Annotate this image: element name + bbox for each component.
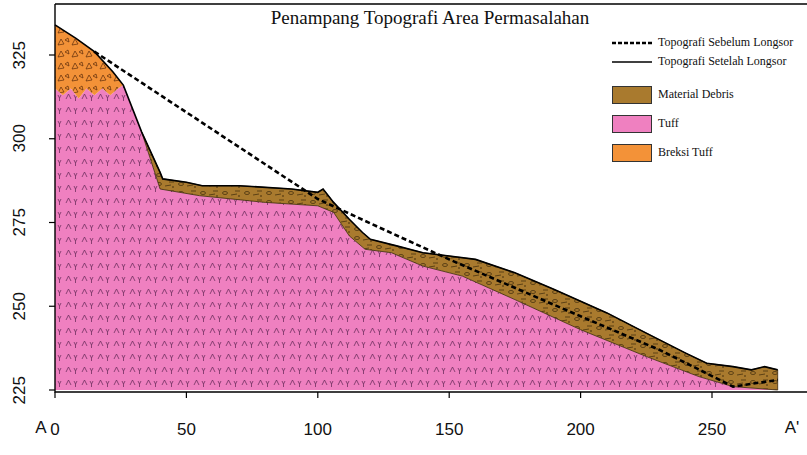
axis-tick xyxy=(49,389,55,390)
legend-text: Breksi Tuff xyxy=(658,146,713,159)
elevation-tick-label: 325 xyxy=(11,41,30,69)
legend-swatch xyxy=(612,115,652,133)
axis-tick xyxy=(711,392,712,398)
legend-text: Material Debris xyxy=(658,88,734,101)
axis-tick xyxy=(49,306,55,307)
distance-tick-label: 250 xyxy=(698,421,726,440)
axis-tick xyxy=(317,392,318,398)
section-end-label: A' xyxy=(785,419,800,438)
axis-tick xyxy=(49,54,55,55)
distance-tick-label: 0 xyxy=(50,421,59,440)
plot-frame xyxy=(55,4,807,392)
axis-ticks xyxy=(49,55,712,398)
distance-tick-label: 150 xyxy=(435,421,463,440)
axis-tick xyxy=(449,392,450,398)
legend-swatch xyxy=(612,144,652,162)
section-end-label: A xyxy=(35,419,46,438)
legend-text: Topografi Setelah Longsor xyxy=(658,55,786,68)
distance-tick-label: 100 xyxy=(304,421,332,440)
legend-line-sample xyxy=(612,59,652,65)
before-topography xyxy=(94,52,777,387)
distance-tick-label: 200 xyxy=(566,421,594,440)
breccia-layer xyxy=(55,25,123,99)
after-topography xyxy=(55,25,778,370)
distance-tick-label: 50 xyxy=(177,421,196,440)
elevation-tick-label: 225 xyxy=(11,376,30,404)
axis-tick xyxy=(186,392,187,398)
axis-tick xyxy=(54,392,55,398)
axis-tick xyxy=(580,392,581,398)
legend-text: Tuff xyxy=(658,117,679,130)
legend-line-sample xyxy=(612,40,652,46)
elevation-tick-label: 250 xyxy=(11,292,30,320)
elevation-tick-label: 300 xyxy=(11,125,30,153)
legend-text: Topografi Sebelum Longsor xyxy=(658,36,793,49)
axis-tick xyxy=(49,222,55,223)
legend-swatch xyxy=(612,86,652,104)
axis-tick xyxy=(49,138,55,139)
chart-title: Penampang Topografi Area Permasalahan xyxy=(271,8,590,29)
elevation-tick-label: 275 xyxy=(11,208,30,236)
